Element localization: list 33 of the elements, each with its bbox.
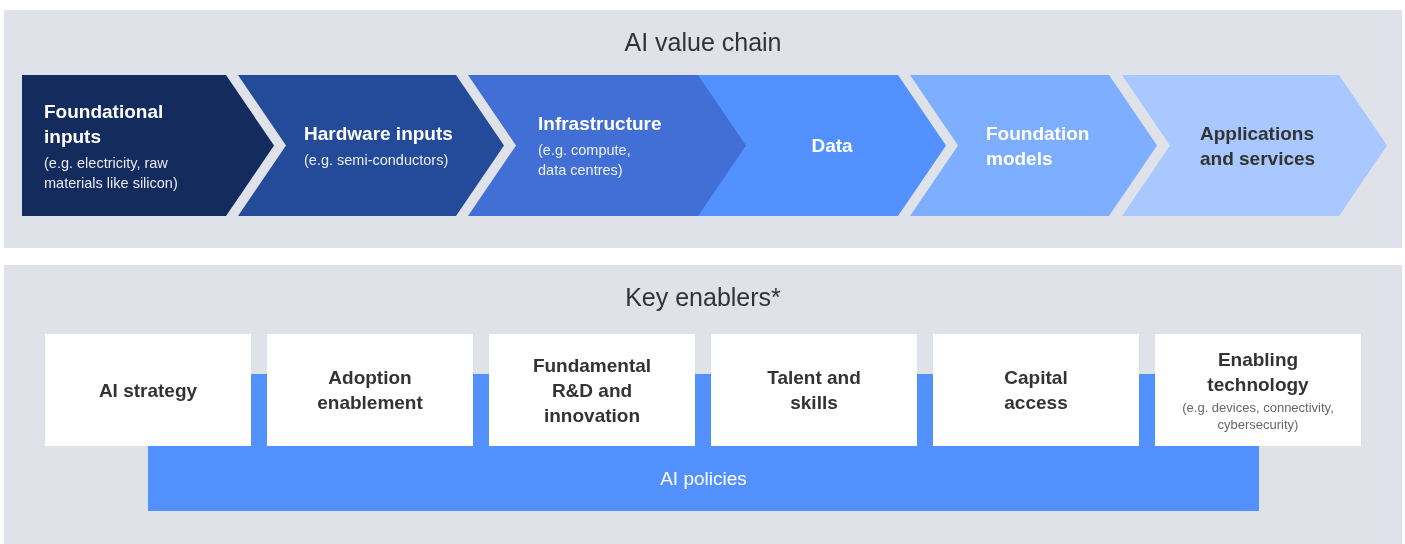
card-heading: Capital access [1003, 366, 1069, 415]
section-panel [4, 265, 1402, 544]
enabler-card [45, 334, 251, 446]
step-note: (e.g. electricity, raw materials like silicon) [44, 153, 179, 193]
process-step-shape [22, 75, 274, 216]
card-note: (e.g. devices, connectivity, cybersecurity) [1181, 399, 1335, 433]
step-note: (e.g. compute, data centres) [538, 141, 632, 180]
process-step-shape [698, 75, 946, 216]
process-step-shape [910, 75, 1157, 216]
card-heading: Talent and skills [766, 366, 862, 415]
section-title: AI value chain [623, 28, 783, 57]
step-heading: Foundational inputs [44, 99, 165, 149]
band-label: AI policies [659, 467, 748, 491]
enabler-card [711, 334, 917, 446]
enabler-card [1155, 334, 1361, 446]
step-heading: Infrastructure [538, 112, 659, 136]
process-step-shape [1122, 75, 1387, 216]
step-heading: Data [811, 134, 853, 158]
process-step-shape [238, 75, 504, 216]
process-step-shape [468, 75, 749, 216]
step-heading: Applications and services [1200, 121, 1317, 171]
step-heading: Foundation models [986, 121, 1091, 171]
card-heading: Adoption enablement [316, 366, 424, 415]
enabler-card [933, 334, 1139, 446]
section-panel [4, 10, 1402, 248]
card-heading: Enabling technology [1206, 348, 1310, 397]
enabler-card [267, 334, 473, 446]
card-heading: AI strategy [97, 378, 199, 403]
section-title: Key enablers* [624, 283, 782, 312]
step-heading: Hardware inputs [304, 122, 454, 146]
card-heading: Fundamental R&D and innovation [531, 353, 653, 428]
step-note: (e.g. semi-conductors) [304, 151, 450, 170]
enabler-card [489, 334, 695, 446]
